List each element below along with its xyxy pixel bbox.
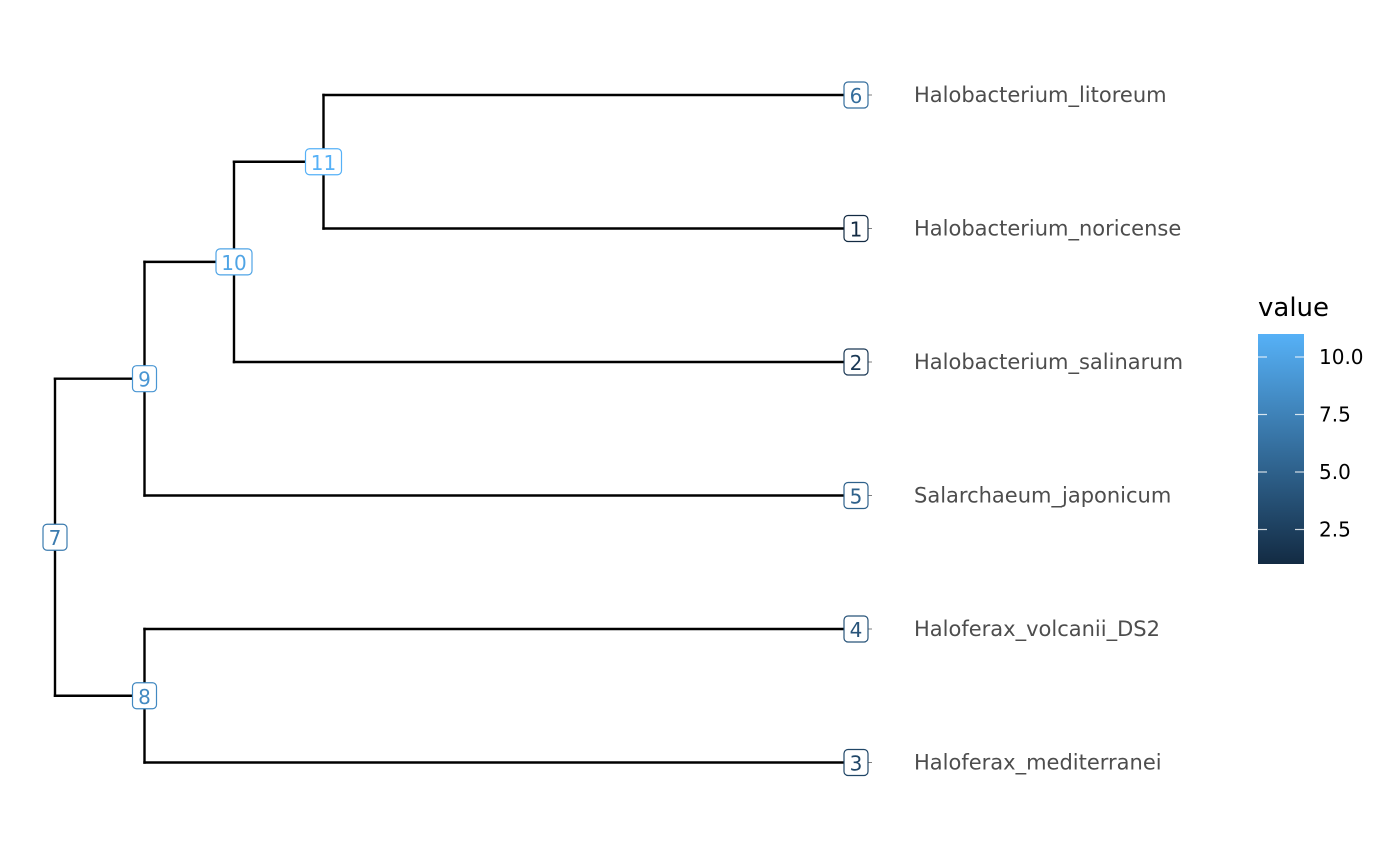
- node-box-1: [843, 214, 869, 243]
- node-box-4: [843, 615, 869, 643]
- node-label-5: 5: [843, 481, 869, 510]
- node-label-10: 10: [215, 248, 253, 276]
- legend-ticks: 2.5 5.0 7.5 10.0: [1258, 345, 1364, 542]
- tip-label-4: Haloferax_volcanii_DS2: [914, 617, 1160, 642]
- node-box-2: [843, 348, 869, 376]
- legend-tick-label-0: 2.5: [1319, 518, 1351, 542]
- node-box-8: [131, 682, 158, 710]
- node-labels: 1 2 3 4 5 6 7 8 9 10 11: [42, 81, 869, 777]
- node-label-7: 7: [42, 523, 68, 551]
- node-number-8: 8: [138, 685, 151, 709]
- node-label-3: 3: [843, 748, 869, 777]
- legend-tick-label-2: 7.5: [1319, 403, 1351, 427]
- tip-ticks: [856, 94, 872, 763]
- node-label-9: 9: [131, 365, 158, 393]
- node-label-1: 1: [843, 214, 869, 243]
- node-label-11: 11: [304, 148, 343, 176]
- node-box-10: [215, 248, 253, 276]
- node-number-4: 4: [850, 618, 863, 642]
- node-box-3: [843, 748, 869, 777]
- legend-colorbar: [1258, 334, 1304, 564]
- legend-tick-label-1: 5.0: [1319, 460, 1351, 484]
- tip-label-3: Haloferax_mediterranei: [914, 751, 1162, 776]
- node-number-5: 5: [850, 485, 863, 509]
- node-box-11: [304, 148, 343, 176]
- node-number-10: 10: [221, 251, 246, 275]
- node-box-9: [131, 365, 158, 393]
- node-number-6: 6: [850, 84, 863, 108]
- color-legend: value 2.5 5.0 7.5 10.0: [1258, 293, 1364, 564]
- node-label-4: 4: [843, 615, 869, 643]
- node-number-9: 9: [138, 368, 151, 392]
- tip-label-6: Halobacterium_litoreum: [914, 83, 1167, 108]
- node-box-7: [42, 523, 68, 551]
- node-number-7: 7: [49, 526, 62, 550]
- node-label-8: 8: [131, 682, 158, 710]
- tip-label-5: Salarchaeum_japonicum: [914, 484, 1171, 509]
- node-label-6: 6: [843, 81, 869, 109]
- tip-label-1: Halobacterium_noricense: [914, 217, 1181, 242]
- node-number-3: 3: [850, 752, 863, 776]
- legend-tick-label-3: 10.0: [1319, 345, 1364, 369]
- node-number-11: 11: [311, 151, 336, 175]
- tree-branches: [53, 93, 858, 764]
- node-number-2: 2: [850, 351, 863, 375]
- tip-labels: Halobacterium_litoreumHalobacterium_nori…: [914, 83, 1183, 776]
- tip-label-2: Halobacterium_salinarum: [914, 350, 1183, 375]
- node-number-1: 1: [850, 218, 863, 242]
- node-box-6: [843, 81, 869, 109]
- node-label-2: 2: [843, 348, 869, 376]
- node-box-5: [843, 481, 869, 510]
- legend-title: value: [1258, 293, 1329, 323]
